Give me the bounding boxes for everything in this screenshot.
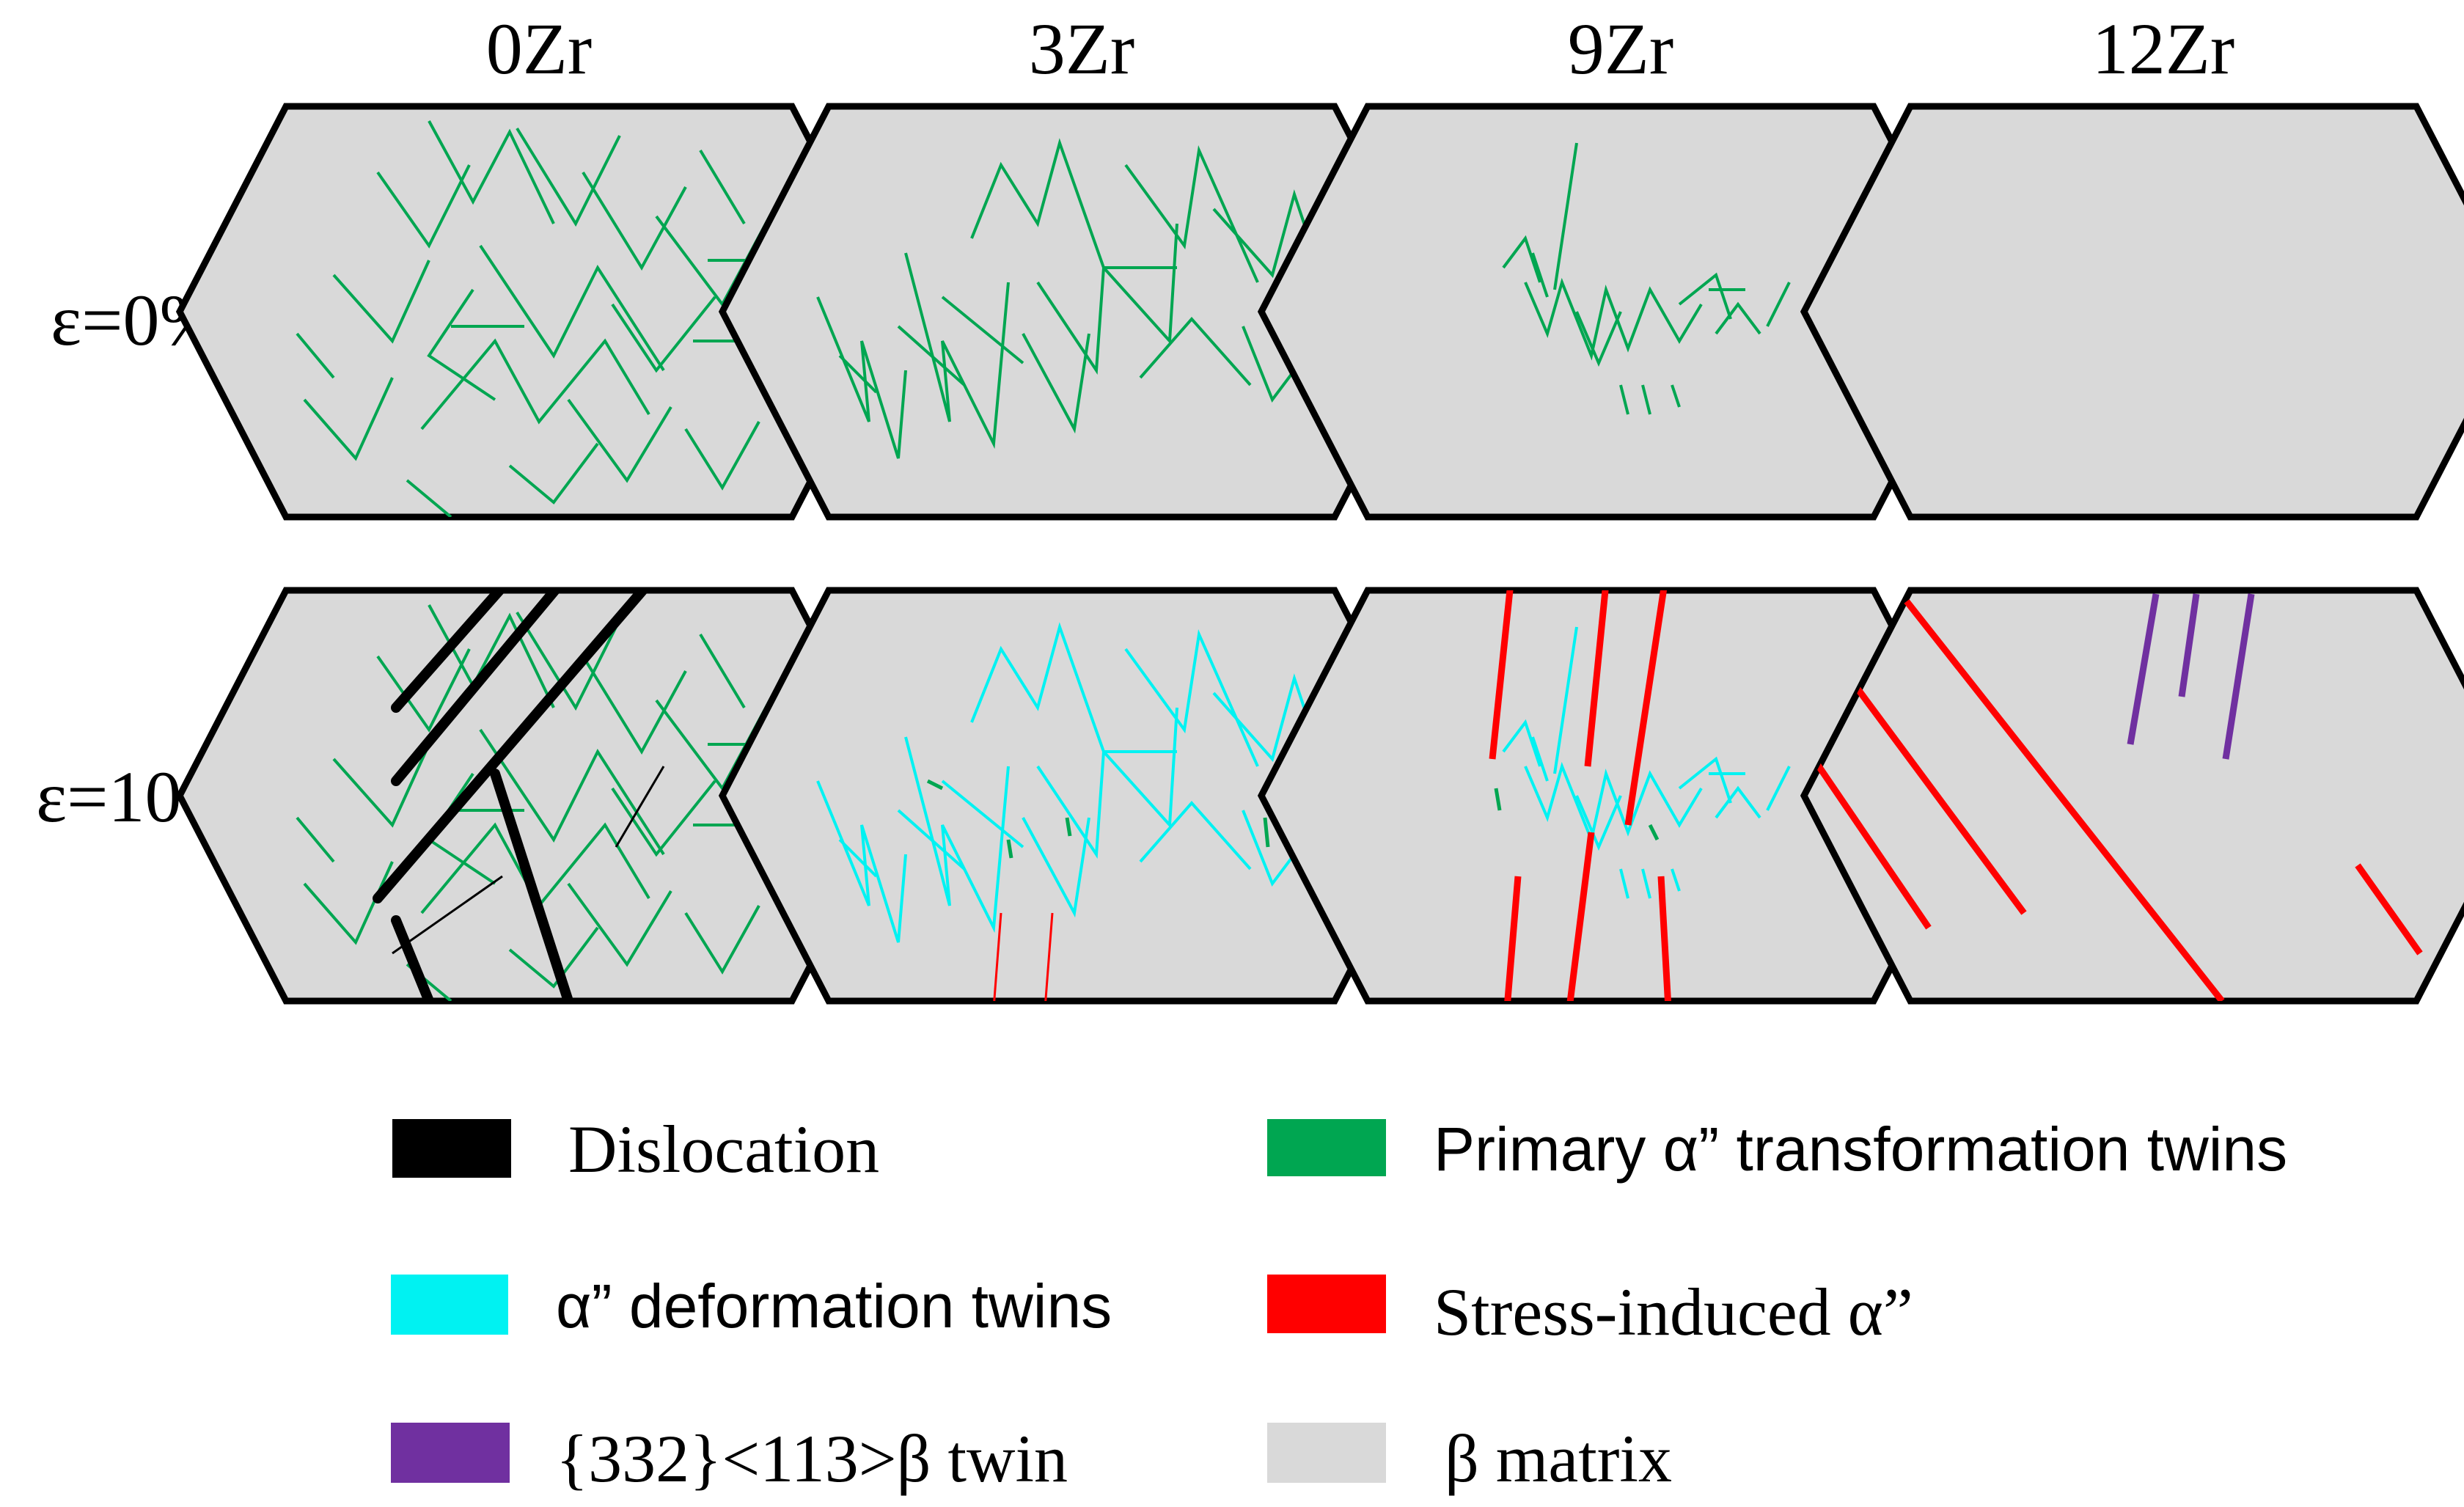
legend-item-primary-twins: Primary α” transformation twins (1267, 1115, 2287, 1184)
column-label-0zr: 0Zr (486, 8, 592, 89)
beta-matrix-grain (1804, 590, 2464, 1001)
beta-matrix-grain (1804, 106, 2464, 517)
legend-item-deformation-twins: α” deformation twins (391, 1272, 1112, 1341)
legend-swatch-332-twin (391, 1423, 510, 1483)
legend-item-beta-matrix: β matrix (1267, 1421, 1672, 1496)
legend-label-332-twin: {332}<113>β twin (556, 1421, 1068, 1496)
legend-item-dislocation: Dislocation (392, 1112, 879, 1187)
hexagon-12zr-strain-0 (1804, 106, 2464, 517)
primary-twin-remnants (926, 779, 1270, 859)
primary-twin-remnants (1494, 788, 1660, 841)
legend-swatch-stress-induced (1267, 1275, 1386, 1333)
legend-label-deformation-twins: α” deformation twins (556, 1272, 1112, 1341)
column-label-9zr: 9Zr (1568, 8, 1673, 89)
legend-swatch-beta-matrix (1267, 1423, 1386, 1483)
dislocation-thin-lines (392, 766, 665, 955)
legend: Dislocation Primary α” transformation tw… (391, 1112, 2287, 1496)
hexagon-3zr-strain-10 (722, 590, 1441, 1008)
dislocations (373, 590, 654, 1001)
legend-swatch-primary-twins (1267, 1119, 1386, 1176)
legend-label-primary-twins: Primary α” transformation twins (1434, 1115, 2287, 1184)
332-113-twins (2127, 593, 2255, 760)
hexagon-9zr-strain-10 (1261, 583, 1980, 1008)
legend-item-stress-induced: Stress-induced α” (1267, 1275, 1913, 1349)
column-label-12zr: 12Zr (2092, 8, 2234, 89)
legend-label-beta-matrix: β matrix (1445, 1421, 1672, 1496)
hexagon-0zr-strain-10 (180, 583, 898, 1001)
stress-induced-martensite (1489, 590, 1672, 1001)
stress-induced-martensite (1808, 599, 2423, 1001)
hexagon-12zr-strain-10 (1804, 590, 2464, 1001)
legend-swatch-deformation-twins (391, 1275, 508, 1335)
legend-item-332-twin: {332}<113>β twin (391, 1421, 1068, 1496)
legend-swatch-dislocation (392, 1119, 511, 1178)
legend-label-stress-induced: Stress-induced α” (1434, 1275, 1913, 1349)
stress-induced-martensite (992, 912, 1054, 1001)
legend-label-dislocation: Dislocation (568, 1112, 879, 1187)
column-label-3zr: 3Zr (1029, 8, 1134, 89)
